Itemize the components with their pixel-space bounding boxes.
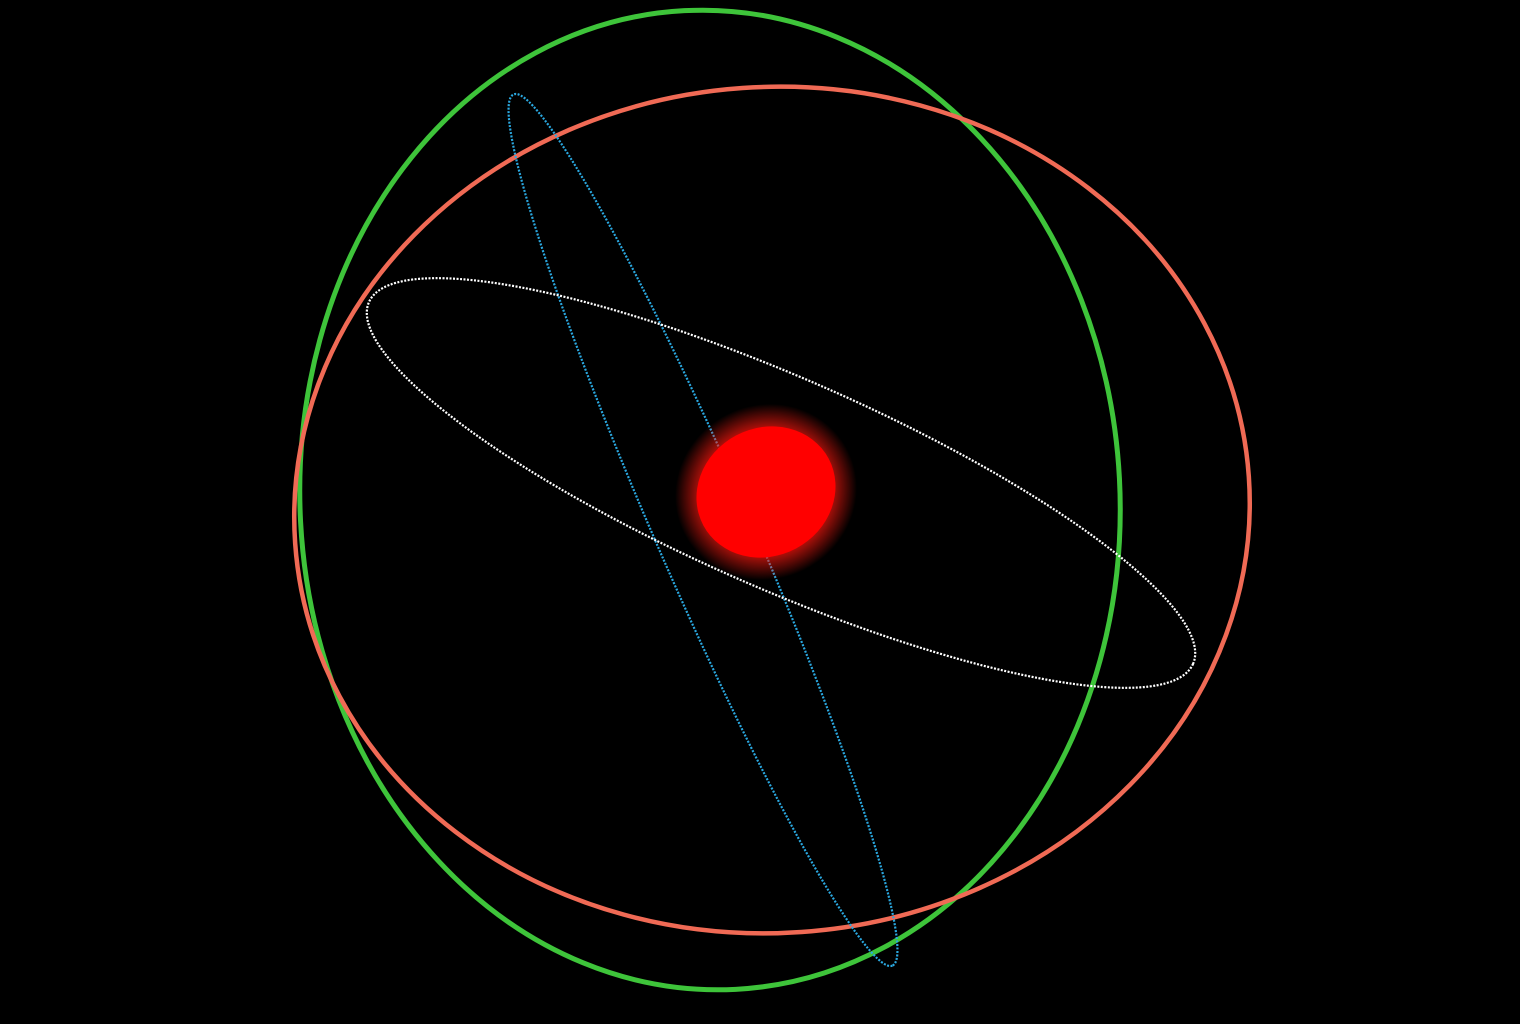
green-orbit bbox=[297, 7, 1123, 993]
salmon-orbit bbox=[292, 84, 1252, 936]
nucleus bbox=[696, 426, 836, 558]
white-orbit bbox=[365, 277, 1197, 689]
blue-orbit bbox=[507, 92, 899, 968]
